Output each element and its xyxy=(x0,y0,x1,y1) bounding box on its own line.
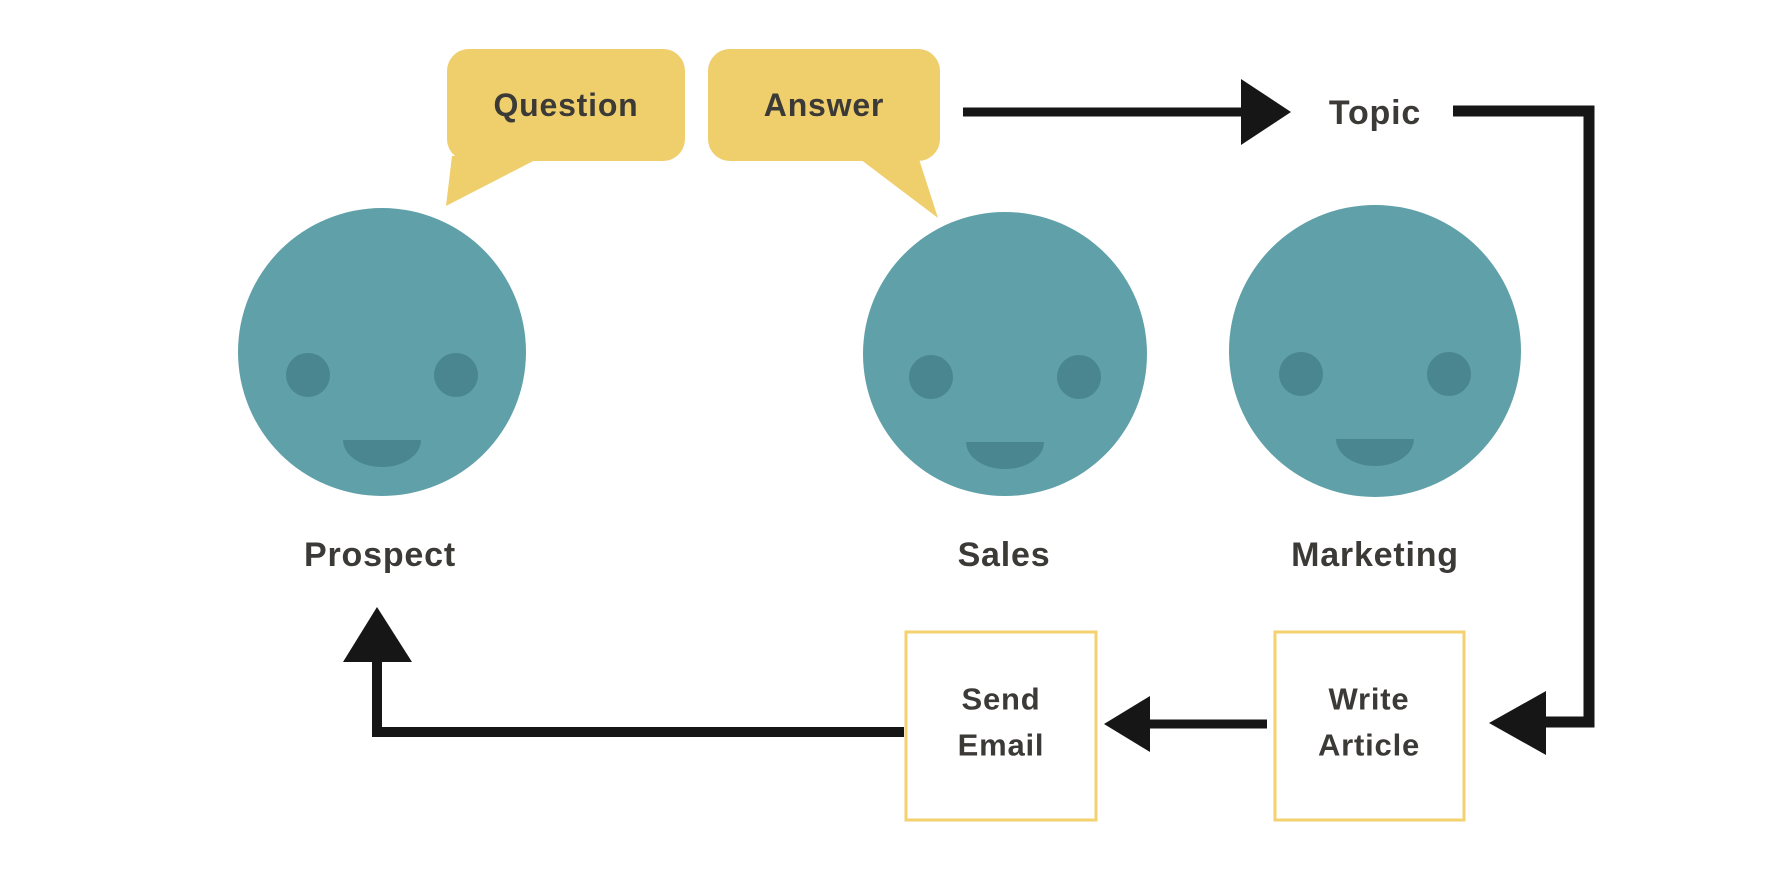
answer-bubble-label: Answer xyxy=(764,87,884,123)
topic-label: Topic xyxy=(1329,94,1421,132)
marketing-face xyxy=(1229,205,1521,497)
marketing-mouth-icon xyxy=(1336,439,1414,466)
sales-right-eye-icon xyxy=(1057,355,1101,399)
answer-bubble-shape xyxy=(708,49,940,161)
arrow-answer-to-topic-head xyxy=(1241,79,1291,145)
sales-label: Sales xyxy=(958,536,1051,574)
prospect-right-eye-icon xyxy=(434,353,478,397)
answer-bubble-tail xyxy=(856,156,938,218)
send-email-box-shape xyxy=(904,630,1098,822)
arrow-send-email-to-prospect-line xyxy=(372,662,904,737)
marketing-label: Marketing xyxy=(1291,536,1459,574)
send-email-box: Send Email xyxy=(904,630,1098,822)
arrow-topic-to-write-article-head xyxy=(1489,691,1546,755)
write-article-line1: Write xyxy=(1329,682,1410,717)
send-email-line2: Email xyxy=(958,728,1045,763)
arrow-write-article-to-send-email xyxy=(1104,696,1267,752)
arrow-topic-to-write-article xyxy=(1453,105,1595,755)
arrow-send-email-to-prospect xyxy=(343,607,904,737)
arrow-send-email-to-prospect-head xyxy=(343,607,412,662)
prospect-figure: Prospect xyxy=(238,208,526,574)
write-article-box-shape xyxy=(1273,630,1466,822)
marketing-figure: Marketing xyxy=(1229,205,1521,574)
sales-figure: Sales xyxy=(863,212,1147,574)
question-bubble-shape xyxy=(447,49,685,161)
marketing-left-eye-icon xyxy=(1279,352,1323,396)
question-bubble-tail xyxy=(446,156,543,206)
arrow-topic-to-write-article-line xyxy=(1453,105,1595,728)
marketing-right-eye-icon xyxy=(1427,352,1471,396)
arrow-answer-to-topic xyxy=(963,79,1291,145)
sales-mouth-icon xyxy=(966,442,1044,469)
prospect-face xyxy=(238,208,526,496)
question-speech-bubble: Question xyxy=(446,49,685,206)
prospect-left-eye-icon xyxy=(286,353,330,397)
sales-face xyxy=(863,212,1147,496)
answer-speech-bubble: Answer xyxy=(708,49,940,218)
write-article-box: Write Article xyxy=(1273,630,1466,822)
prospect-label: Prospect xyxy=(304,536,456,574)
send-email-line1: Send xyxy=(962,682,1041,717)
write-article-line2: Article xyxy=(1318,728,1420,763)
arrow-write-article-to-send-email-head xyxy=(1104,696,1150,752)
question-bubble-label: Question xyxy=(493,87,638,123)
sales-left-eye-icon xyxy=(909,355,953,399)
prospect-mouth-icon xyxy=(343,440,421,467)
